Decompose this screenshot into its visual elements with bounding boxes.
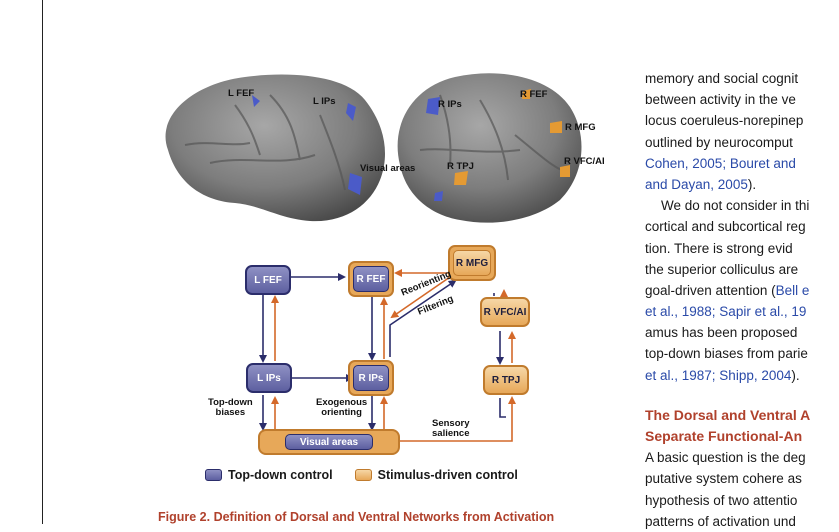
- text-line: locus coeruleus-norepinep: [645, 113, 804, 129]
- legend-swatch-top-down: [205, 469, 222, 481]
- text-line: cortical and subcortical reg: [645, 219, 806, 235]
- text-line: outlined by neurocomput: [645, 134, 793, 150]
- right-vfc-activation: [560, 165, 570, 177]
- text-line: memory and social cognit: [645, 71, 799, 86]
- arrow-sensory-salience: [400, 396, 516, 442]
- citation-link[interactable]: et al., 1987; Shipp, 2004: [645, 367, 792, 383]
- figure-caption: Figure 2. Definition of Dorsal and Ventr…: [158, 510, 555, 524]
- text-line: and Dayan, 2005).: [645, 176, 757, 192]
- text-line: Cohen, 2005; Bouret and: [645, 153, 839, 174]
- figure-2: L FEF L IPs R IPs R FEF R MFG R TPJ R VF…: [150, 55, 640, 524]
- brain-label-l-fef: L FEF: [228, 88, 255, 99]
- legend-swatch-stimulus: [354, 469, 372, 481]
- page-margin-rule: [42, 0, 43, 524]
- node-r-mfg: R MFG: [448, 245, 496, 281]
- node-r-ips: R IPs: [348, 360, 394, 396]
- paragraph-3: A basic question is the deg putative sys…: [645, 447, 839, 532]
- text-line: between activity in the ve: [645, 92, 796, 108]
- section-heading: The Dorsal and Ventral A: [645, 406, 811, 423]
- body-text-column: memory and social cognit between activit…: [645, 68, 839, 532]
- right-ips-activation: [426, 97, 440, 115]
- node-visual-areas: Visual areas: [258, 429, 400, 455]
- citation-link[interactable]: and Dayan, 2005: [645, 176, 748, 192]
- legend-label-stimulus: Stimulus-driven control: [377, 468, 518, 482]
- node-l-ips: L IPs: [246, 363, 292, 393]
- legend-label-top-down: Top-down control: [228, 468, 333, 482]
- text-line: top-down biases from parie: [645, 346, 808, 362]
- citation-link[interactable]: Cohen, 2005; Bouret and: [645, 155, 796, 171]
- left-fef-activation: [252, 95, 260, 107]
- node-r-tpj: R TPJ: [483, 365, 529, 395]
- text-line: et al., 1988; Sapir et al., 19: [645, 301, 839, 322]
- right-tpj-activation: [454, 171, 468, 185]
- brain-surface-images: [165, 73, 582, 223]
- arrow-tpj-inhibit: [499, 398, 506, 418]
- section-heading: Separate Functional-An: [645, 428, 803, 444]
- text-line: We do not consider in thi: [661, 198, 810, 214]
- node-r-vfc-ai: R VFC/AI: [480, 297, 530, 327]
- text-line: goal-driven attention (Bell e: [645, 282, 810, 298]
- text-line: hypothesis of two attentio: [645, 492, 798, 508]
- text-line: patterns of activation und: [645, 513, 796, 529]
- brain-label-r-tpj: R TPJ: [447, 161, 474, 172]
- text-line: amus has been proposed: [645, 325, 798, 341]
- text-line: tion. There is strong evid: [645, 240, 793, 256]
- text-line: et al., 1987; Shipp, 2004).: [645, 367, 800, 383]
- brain-label-l-ips: L IPs: [313, 96, 336, 107]
- brain-label-r-ips: R IPs: [438, 99, 462, 110]
- arrow-filtering: [389, 279, 457, 357]
- citation-link[interactable]: et al., 1988; Sapir et al., 19: [645, 304, 807, 320]
- right-fef-activation: [522, 89, 531, 99]
- left-visual-activation: [348, 173, 362, 195]
- right-visual-activation: [434, 191, 443, 201]
- left-hemisphere-image: [165, 74, 385, 222]
- text-line: putative system cohere as: [645, 471, 802, 487]
- text-line: A basic question is the deg: [645, 450, 806, 466]
- citation-link[interactable]: Bell e: [775, 282, 810, 298]
- brain-label-visual-areas: Visual areas: [360, 163, 416, 174]
- left-ips-activation: [346, 103, 356, 121]
- paragraph-1: memory and social cognit between activit…: [645, 68, 839, 195]
- text-line: the superior colliculus are: [645, 261, 799, 277]
- brain-label-r-fef: R FEF: [520, 89, 548, 100]
- legend: Top-down control Stimulus-driven control: [205, 468, 518, 482]
- right-hemisphere-image: [397, 73, 582, 223]
- node-l-fef: L FEF: [245, 265, 291, 295]
- arrow-reorienting: [390, 276, 451, 319]
- brain-label-r-vfc-ai: R VFC/AI: [564, 156, 605, 167]
- node-r-fef: R FEF: [348, 261, 394, 297]
- brain-label-r-mfg: R MFG: [565, 122, 596, 133]
- right-mfg-activation: [550, 121, 562, 133]
- paragraph-2: We do not consider in thi cortical and s…: [645, 195, 839, 386]
